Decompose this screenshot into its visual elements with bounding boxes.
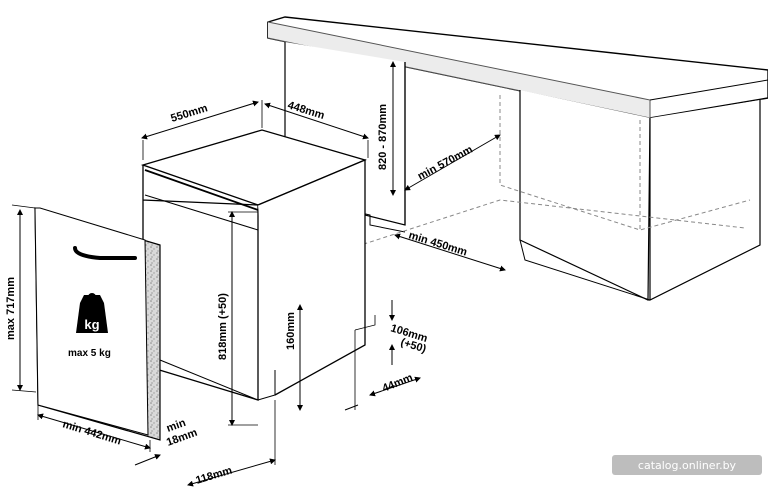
weight-kg-icon: kg <box>84 317 99 332</box>
weight-badge: kg max 5 kg <box>68 293 111 359</box>
max-weight-label: max 5 kg <box>68 348 111 359</box>
dim-818: 818mm (+50) <box>217 293 229 360</box>
dim-44: 44mm <box>381 372 415 395</box>
watermark: catalog.onliner.by <box>612 455 762 475</box>
door-handle-icon <box>73 246 137 260</box>
dim-min-570: min 570mm <box>416 144 475 183</box>
extension-lines <box>11 100 376 465</box>
dim-550: 550mm <box>169 102 209 125</box>
countertop <box>267 16 768 119</box>
dim-118: 118mm <box>194 464 233 486</box>
dim-max-717: max 717mm <box>5 277 17 340</box>
dim-160: 160mm <box>285 312 297 350</box>
floor-guide-line <box>329 199 746 256</box>
right-cabinet <box>499 90 761 301</box>
dimension-lines <box>17 61 506 487</box>
dim-820-870: 820 - 870mm <box>377 104 389 170</box>
watermark-text: catalog.onliner.by <box>638 459 737 472</box>
dishwasher-body <box>140 129 367 401</box>
dim-min-450: min 450mm <box>407 229 469 258</box>
